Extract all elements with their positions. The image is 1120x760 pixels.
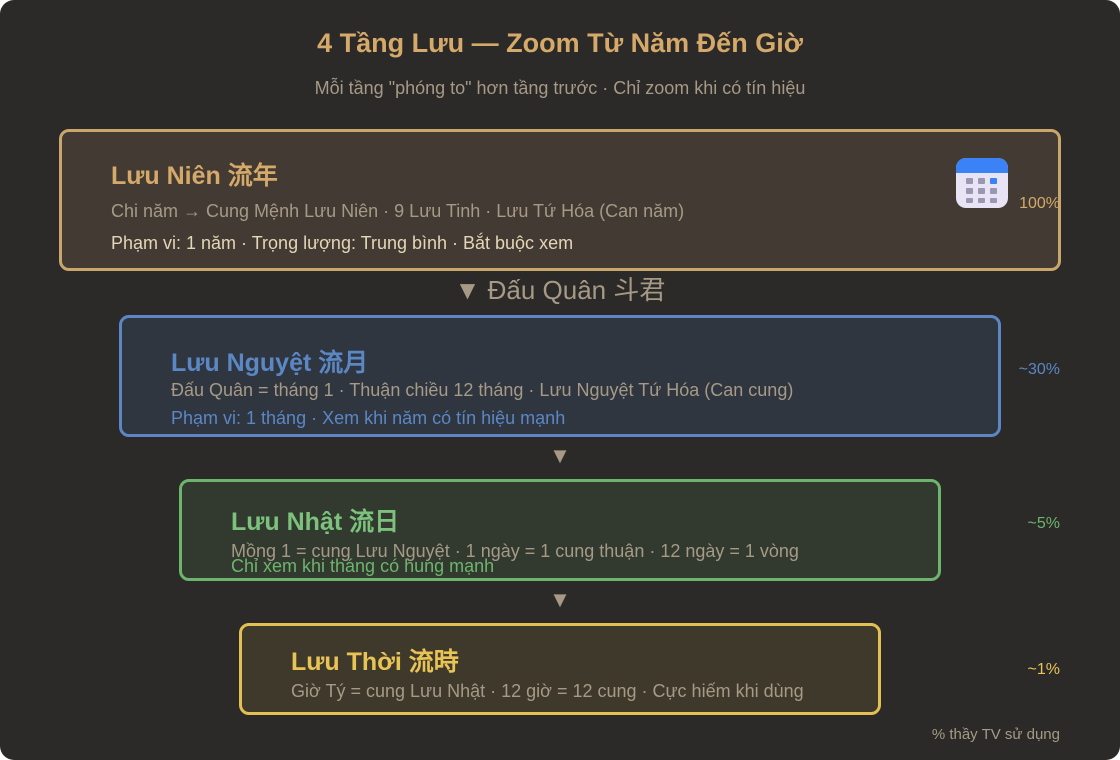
tier-scope: Phạm vi: 1 tháng · Xem khi năm có tín hi… bbox=[171, 408, 566, 428]
footnote: % thầy TV sử dụng bbox=[931, 726, 1060, 743]
tier-name: Lưu Nhật 流日 bbox=[231, 508, 400, 536]
tier-luu-thoi: Lưu Thời 流時 Giờ Tý = cung Lưu Nhật · 12 … bbox=[239, 623, 881, 715]
connector-arrow: ▼ bbox=[0, 439, 1120, 470]
tier-name: Lưu Thời 流時 bbox=[291, 648, 459, 676]
tier-name: Lưu Nguyệt 流月 bbox=[171, 349, 369, 377]
connector-arrow: ▼ bbox=[0, 583, 1120, 614]
tier-name: Lưu Niên 流年 bbox=[111, 162, 278, 190]
calendar-icon bbox=[956, 158, 1008, 208]
tier-usage-percent: ~5% bbox=[1027, 515, 1060, 532]
diagram-subtitle: Mỗi tầng "phóng to" hơn tầng trước · Chỉ… bbox=[314, 78, 806, 98]
tier-usage-percent: 100% bbox=[1019, 195, 1060, 212]
tier-luu-nhat: Lưu Nhật 流日 Mồng 1 = cung Lưu Nguyệt · 1… bbox=[179, 479, 941, 581]
connector-dau-quan: ▼ Đấu Quân 斗君 bbox=[0, 270, 1120, 307]
tier-usage-percent: ~30% bbox=[1018, 361, 1060, 378]
down-arrow-icon: ▼ bbox=[549, 587, 571, 612]
down-arrow-icon: ▼ bbox=[549, 443, 571, 468]
tier-description: Giờ Tý = cung Lưu Nhật · 12 giờ = 12 cun… bbox=[291, 681, 804, 701]
diagram-title: 4 Tầng Lưu — Zoom Từ Năm Đến Giờ bbox=[317, 28, 803, 58]
tier-description: Đấu Quân = tháng 1 · Thuận chiều 12 thán… bbox=[171, 380, 794, 400]
down-arrow-icon: ▼ bbox=[454, 275, 481, 305]
tier-description: Mồng 1 = cung Lưu Nguyệt · 1 ngày = 1 cu… bbox=[231, 541, 799, 561]
tier-scope: Phạm vi: 1 năm · Trọng lượng: Trung bình… bbox=[111, 233, 574, 253]
tier-luu-nien: Lưu Niên 流年 Chi năm → Cung Mệnh Lưu Niên… bbox=[59, 129, 1061, 271]
tier-description: Chi năm → Cung Mệnh Lưu Niên · 9 Lưu Tin… bbox=[111, 201, 685, 221]
connector-label: Đấu Quân 斗君 bbox=[487, 275, 666, 305]
tier-luu-nguyet: Lưu Nguyệt 流月 Đấu Quân = tháng 1 · Thuận… bbox=[119, 315, 1001, 437]
tier-scope: Chỉ xem khi tháng có hung mạnh bbox=[231, 556, 495, 576]
tier-usage-percent: ~1% bbox=[1027, 661, 1060, 678]
